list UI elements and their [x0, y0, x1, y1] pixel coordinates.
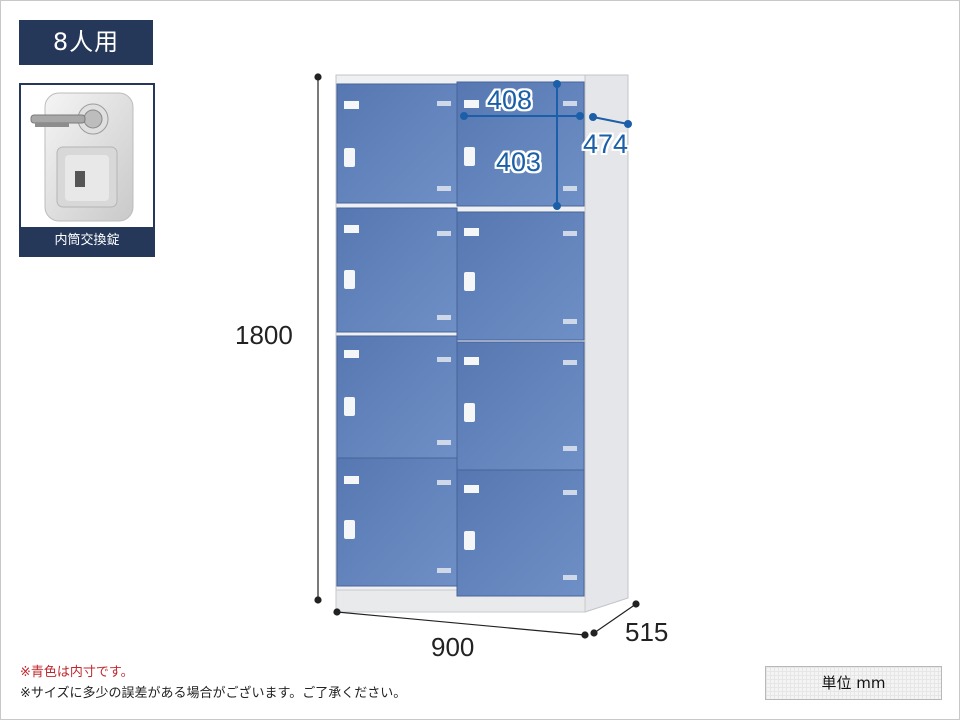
- cylinder-lock-image: [30, 92, 134, 222]
- unit-label: 単位 mm: [765, 666, 942, 700]
- inner-height-dimension: 403: [496, 147, 542, 177]
- width-dimension: 900: [431, 632, 475, 662]
- lock-caption: 内筒交換錠: [21, 227, 153, 255]
- outer-dimension-lines: [314, 73, 640, 639]
- locker-doors: [336, 81, 585, 597]
- height-dimension: 1800: [235, 320, 293, 350]
- depth-dimension: 515: [625, 617, 669, 647]
- inner-dimension-lines: [460, 80, 632, 210]
- lock-photo-card: 内筒交換錠: [19, 83, 155, 257]
- capacity-badge: 8人用: [19, 20, 153, 65]
- inner-width-dimension: 408: [487, 85, 533, 115]
- note-inner-size: ※青色は内寸です。: [20, 665, 134, 680]
- inner-depth-dimension: 474: [583, 129, 629, 159]
- door-vents: [437, 101, 577, 580]
- notes: ※青色は内寸です。 ※サイズに多少の誤差がある場合がございます。ご了承ください。: [20, 662, 406, 704]
- door-fittings: [344, 100, 479, 550]
- note-tolerance: ※サイズに多少の誤差がある場合がございます。ご了承ください。: [20, 686, 407, 701]
